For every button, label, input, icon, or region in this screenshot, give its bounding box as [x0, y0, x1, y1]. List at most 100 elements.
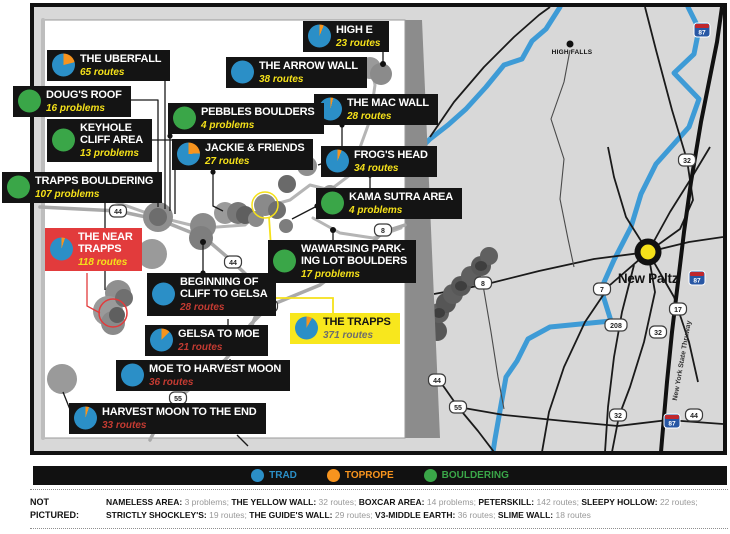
svg-text:44: 44 — [690, 413, 698, 420]
route-32-shield: 32 — [648, 325, 668, 339]
svg-text:55: 55 — [174, 396, 182, 403]
route-pie-chart-icon — [121, 363, 144, 387]
area-count: 118 routes — [78, 256, 128, 268]
area-count: 65 routes — [80, 66, 125, 78]
near-trapps-highlight-connector — [86, 273, 101, 314]
route-pie-chart-icon — [319, 97, 342, 121]
area-count: 371 routes — [323, 329, 374, 341]
area-count: 17 problems — [301, 268, 360, 280]
area-name: HARVEST MOON TO THE END — [102, 406, 257, 418]
svg-text:55: 55 — [454, 405, 462, 412]
legend-dot-icon — [326, 469, 340, 482]
river-lines — [419, 7, 702, 451]
not-pictured-label: NOT PICTURED: — [30, 496, 94, 522]
area-count: 4 problems — [201, 119, 255, 131]
area-name: DOUG'S ROOF — [46, 89, 122, 101]
new-paltz-label: New Paltz — [617, 271, 679, 286]
not-pictured-line: STRICTLY SHOCKLEY'S: 19 routes; THE GUID… — [106, 509, 728, 522]
route-pie-chart-icon — [150, 328, 173, 352]
area-name: THE ARROW WALL — [259, 60, 358, 72]
svg-text:32: 32 — [683, 158, 691, 165]
bouldering-dot-icon — [321, 191, 344, 215]
area-name: FROG'S HEAD — [354, 149, 428, 161]
interstate-87-shield: 87 — [688, 270, 706, 286]
area-count: 27 routes — [205, 155, 250, 167]
not-pictured-area-name: SLIME WALL: — [497, 509, 554, 520]
not-pictured-area-count: 14 problems; — [424, 497, 479, 507]
bouldering-dot-icon — [18, 89, 41, 113]
area-name: PEBBLES BOULDERS — [201, 106, 315, 118]
route-208-shield: 208 — [604, 318, 628, 332]
svg-text:87: 87 — [668, 421, 676, 428]
area-name: THE MAC WALL — [347, 97, 429, 109]
area-count: 4 problems — [349, 204, 403, 216]
legend-item-toprope: TOPROPE — [326, 469, 394, 482]
regional-roads — [404, 7, 723, 451]
legend-dot-icon — [251, 469, 265, 482]
town-markers — [566, 40, 662, 266]
svg-text:44: 44 — [229, 260, 237, 267]
not-pictured-area-count: 18 routes — [553, 509, 591, 520]
not-pictured-area-count: 32 routes; — [316, 497, 359, 507]
area-count: 13 problems — [80, 147, 139, 159]
route-17-shield: 17 — [668, 302, 688, 316]
area-name: WAWARSING PARK- ING LOT BOULDERS — [301, 243, 408, 267]
new-paltz-marker-center — [640, 244, 656, 260]
svg-text:7: 7 — [600, 287, 604, 294]
route-32-shield: 32 — [608, 408, 628, 422]
thruway-road — [659, 7, 723, 451]
not-pictured-area-name: BOXCAR AREA: — [358, 497, 425, 507]
high-falls-dot — [566, 40, 574, 48]
route-7-shield: 7 — [592, 282, 612, 296]
area-count: 21 routes — [178, 341, 223, 353]
route-pie-chart-icon — [50, 237, 73, 261]
trapps-highlight-ring — [251, 191, 279, 219]
area-count: 23 routes — [336, 37, 381, 49]
area-count: 28 routes — [180, 301, 225, 313]
high-falls-label: HIGH FALLS — [551, 49, 593, 56]
svg-text:208: 208 — [610, 323, 622, 330]
route-44-shield: 44 — [108, 204, 128, 218]
route-pie-chart-icon — [52, 53, 75, 77]
bouldering-dot-icon — [173, 106, 196, 130]
area-count: 34 routes — [354, 162, 399, 174]
legend-label: TRAD — [269, 470, 297, 481]
area-name: KAMA SUTRA AREA — [349, 191, 453, 203]
svg-text:8: 8 — [481, 281, 485, 288]
not-pictured-area-count: 36 routes; — [455, 509, 498, 520]
svg-text:8: 8 — [381, 228, 385, 235]
bouldering-dot-icon — [273, 249, 296, 273]
area-name: GELSA TO MOE — [178, 328, 260, 340]
route-shields: 444488553287208173244553244878787 — [108, 22, 711, 429]
interstate-87-shield: 87 — [693, 22, 711, 38]
route-32-shield: 32 — [677, 153, 697, 167]
area-count: 33 routes — [102, 419, 147, 431]
area-count: 36 routes — [149, 376, 194, 388]
area-count: 38 routes — [259, 73, 304, 85]
area-name: TRAPPS BOULDERING — [35, 175, 154, 187]
not-pictured-footer: NOT PICTURED: NAMELESS AREA: 3 problems;… — [30, 489, 728, 529]
svg-text:32: 32 — [614, 413, 622, 420]
not-pictured-label-line1: NOT — [30, 497, 49, 507]
area-name: THE NEAR TRAPPS — [78, 231, 133, 255]
area-name: KEYHOLE CLIFF AREA — [80, 122, 143, 146]
not-pictured-area-count: 142 routes; — [534, 497, 582, 507]
area-name: JACKIE & FRIENDS — [205, 142, 305, 154]
route-pie-chart-icon — [308, 24, 331, 48]
route-pie-chart-icon — [326, 149, 349, 173]
svg-text:87: 87 — [693, 278, 701, 285]
